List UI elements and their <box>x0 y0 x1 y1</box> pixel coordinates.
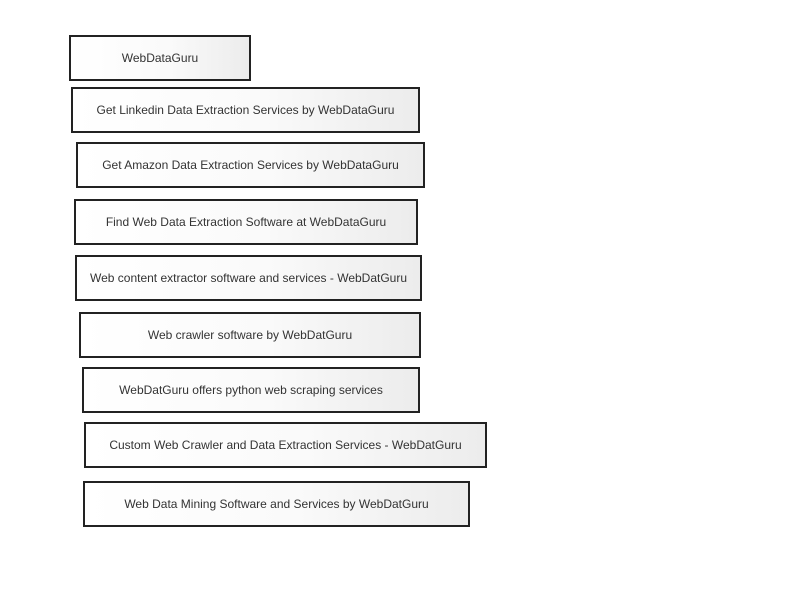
link-label: Web crawler software by WebDatGuru <box>147 328 353 342</box>
link-label: WebDatGuru offers python web scraping se… <box>119 383 383 397</box>
link-button-data-mining[interactable]: Web Data Mining Software and Services by… <box>83 481 470 527</box>
link-label: Find Web Data Extraction Software at Web… <box>105 215 387 229</box>
link-label: Get Amazon Data Extraction Services by W… <box>102 158 399 172</box>
link-button-extraction-software[interactable]: Find Web Data Extraction Software at Web… <box>74 199 418 245</box>
link-label: Get Linkedin Data Extraction Services by… <box>96 103 395 117</box>
link-label: WebDataGuru <box>121 51 199 65</box>
link-button-amazon-extraction[interactable]: Get Amazon Data Extraction Services by W… <box>76 142 425 188</box>
link-button-content-extractor[interactable]: Web content extractor software and servi… <box>75 255 422 301</box>
link-button-custom-crawler[interactable]: Custom Web Crawler and Data Extraction S… <box>84 422 487 468</box>
link-label: Custom Web Crawler and Data Extraction S… <box>109 438 462 452</box>
link-button-linkedin-extraction[interactable]: Get Linkedin Data Extraction Services by… <box>71 87 420 133</box>
link-label: Web content extractor software and servi… <box>89 271 408 285</box>
link-button-webdataguru[interactable]: WebDataGuru <box>69 35 251 81</box>
link-button-web-crawler[interactable]: Web crawler software by WebDatGuru <box>79 312 421 358</box>
link-label: Web Data Mining Software and Services by… <box>124 497 429 511</box>
link-button-python-scraping[interactable]: WebDatGuru offers python web scraping se… <box>82 367 420 413</box>
